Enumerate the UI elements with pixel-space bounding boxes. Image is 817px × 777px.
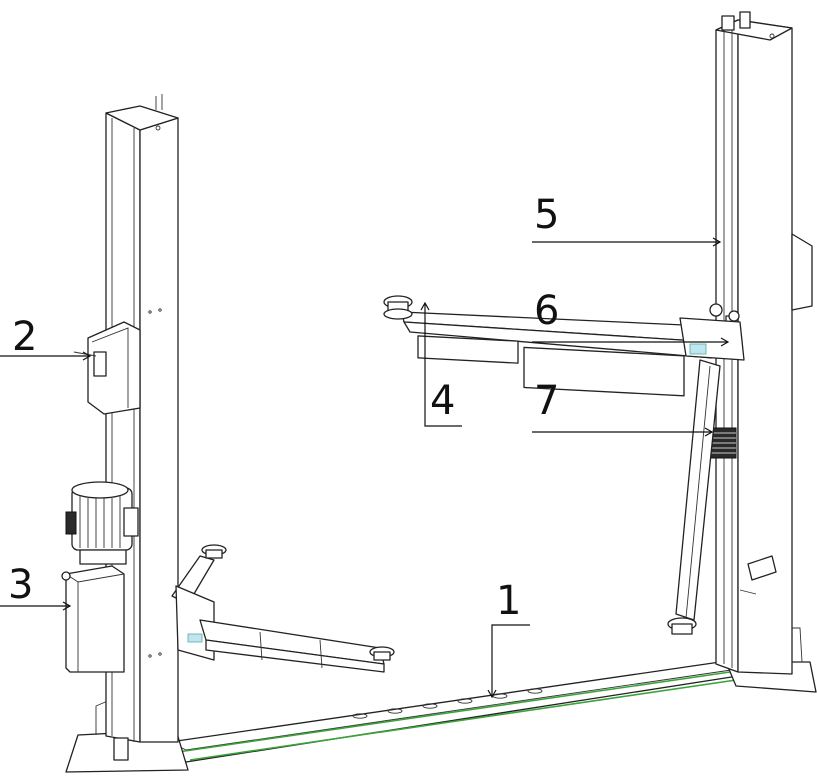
left-column — [65, 94, 189, 773]
callout-number-2: 2 — [12, 314, 37, 360]
callout-number-3: 3 — [8, 562, 33, 608]
callout-number-5: 5 — [534, 192, 559, 238]
callout-2: 2 — [0, 314, 92, 361]
right-arms — [383, 295, 777, 635]
power-unit — [61, 481, 139, 673]
floor-plate — [169, 661, 739, 763]
callouts: 1 2 3 4 5 6 — [0, 192, 730, 699]
callout-number-1: 1 — [496, 578, 521, 624]
left-arms — [171, 544, 395, 673]
callout-4: 4 — [420, 301, 462, 427]
callout-7: 7 — [532, 378, 714, 437]
safety-ladder — [709, 427, 737, 459]
callout-number-6: 6 — [534, 288, 559, 334]
callout-number-7: 7 — [534, 378, 559, 424]
callout-3: 3 — [0, 562, 72, 611]
callout-1: 1 — [487, 578, 530, 699]
callout-5: 5 — [532, 192, 722, 247]
callout-6: 6 — [532, 288, 730, 347]
callout-number-4: 4 — [430, 378, 455, 424]
